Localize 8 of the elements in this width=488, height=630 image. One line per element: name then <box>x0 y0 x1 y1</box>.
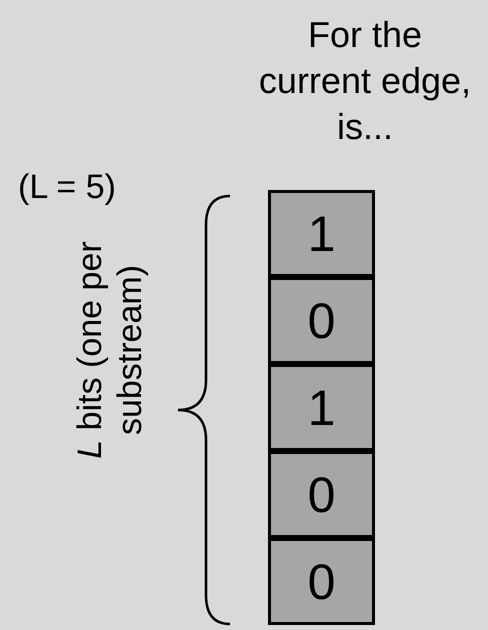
bit-cell: 1 <box>268 190 375 277</box>
title: For the current edge, is... <box>258 13 472 149</box>
bit-cell: 0 <box>268 538 375 625</box>
bit-cell: 1 <box>268 364 375 451</box>
bit-cell: 0 <box>268 277 375 364</box>
bit-cell: 0 <box>268 451 375 538</box>
axis-label: L bits (one per substream) <box>70 240 150 461</box>
parameter-note: (L = 5) <box>18 168 116 207</box>
